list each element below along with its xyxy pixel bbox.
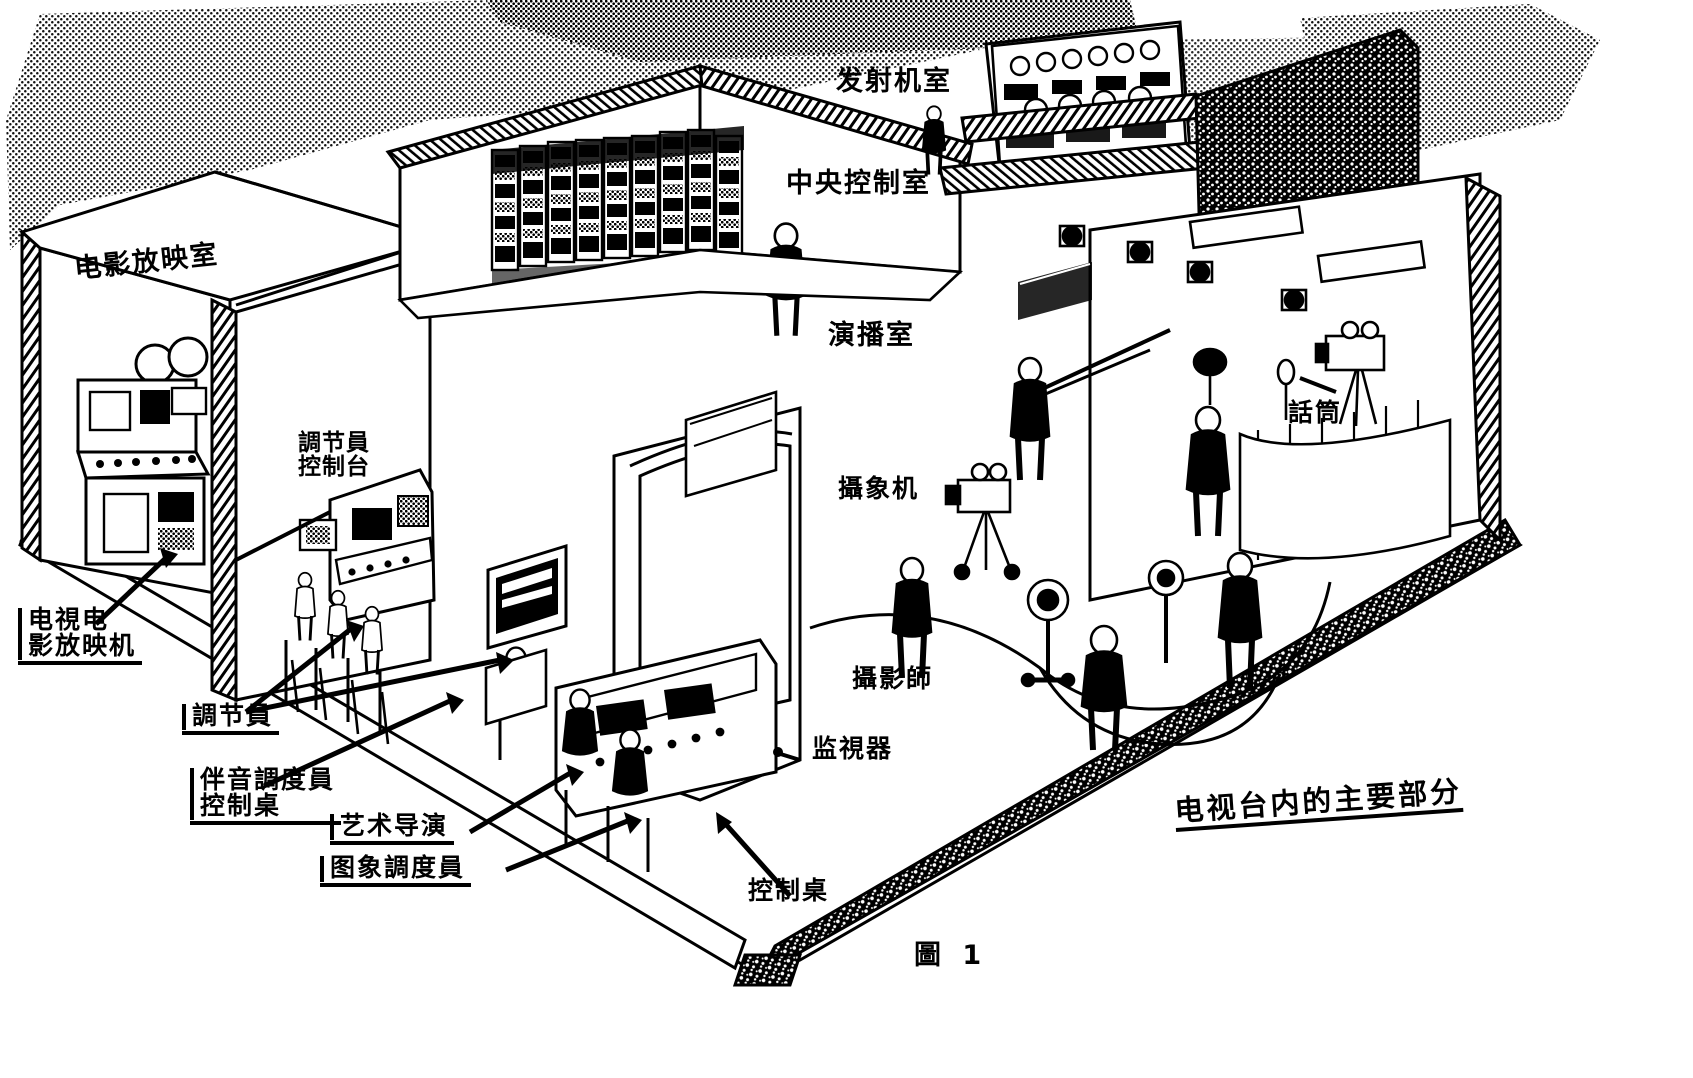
room-central-control bbox=[385, 63, 974, 336]
room-label-transmitter: 发射机室 bbox=[836, 66, 952, 97]
callout-leader-lines bbox=[94, 376, 1337, 898]
callout-label-adjust-control-console: 調节員 控制台 bbox=[298, 430, 370, 480]
floor-slab bbox=[18, 517, 1523, 987]
room-label-studio: 演播室 bbox=[828, 320, 915, 351]
callout-label-picture-dispatcher: 图象調度員 bbox=[320, 854, 472, 887]
callout-label-camera: 攝象机 bbox=[838, 474, 920, 503]
callout-label-monitor: 监視器 bbox=[812, 734, 894, 763]
room-studio bbox=[809, 172, 1502, 751]
room-transmitter bbox=[921, 20, 1208, 196]
director-control-area bbox=[484, 390, 802, 872]
callout-label-art-director: 艺术导演 bbox=[330, 812, 455, 845]
callout-label-sound-dispatch-console: 伴音調度員 控制桌 bbox=[190, 766, 342, 825]
callout-label-cameraman: 攝影師 bbox=[852, 664, 934, 693]
callout-label-control-desk: 控制桌 bbox=[748, 876, 830, 905]
callout-label-tv-film-projector: 电視电 影放映机 bbox=[18, 606, 143, 665]
callout-label-microphone: 話筒 bbox=[1288, 398, 1343, 427]
callout-label-adjuster: 調节員 bbox=[182, 702, 280, 735]
room-label-central-control: 中央控制室 bbox=[786, 168, 931, 199]
figure-number: 圖 1 bbox=[914, 940, 988, 971]
